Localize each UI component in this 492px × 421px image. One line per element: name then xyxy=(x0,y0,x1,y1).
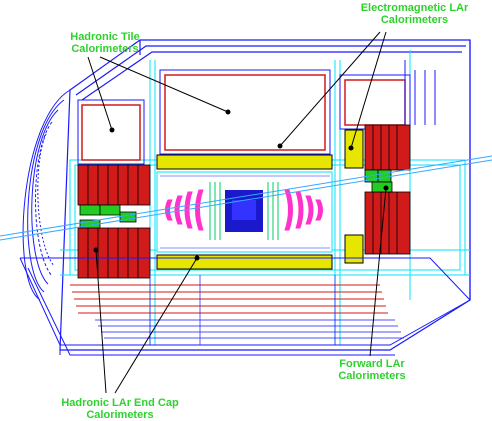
label-line: Calorimeters xyxy=(338,370,406,382)
dot-icon xyxy=(194,255,200,261)
label-line: Forward LAr xyxy=(339,358,405,370)
tile-calorimeter-outline xyxy=(77,60,436,165)
lower-barrel xyxy=(19,257,471,356)
left-endcap-shell xyxy=(22,89,71,301)
label-line: Hadronic LAr End Cap xyxy=(61,397,179,409)
dot-icon xyxy=(225,109,231,115)
label-line: Calorimeters xyxy=(71,43,139,55)
lower-blue-stripes xyxy=(95,275,404,345)
pointer-dots xyxy=(93,109,389,261)
tile-calorimeter-sections xyxy=(81,74,406,161)
hadronic-endcap-left xyxy=(77,164,151,279)
label-em-lar: Electromagnetic LAr Calorimeters xyxy=(342,2,487,26)
hadronic-endcap-right xyxy=(364,124,411,255)
label-line: Electromagnetic LAr xyxy=(360,2,469,14)
label-line: Calorimeters xyxy=(86,409,154,421)
label-forward-lar: Forward LAr Calorimeters xyxy=(322,358,422,382)
label-hadronic-tile: Hadronic Tile Calorimeters xyxy=(50,31,160,55)
dot-icon xyxy=(348,145,354,151)
dot-icon xyxy=(277,143,283,149)
label-line: Calorimeters xyxy=(380,14,449,26)
beam-pipe xyxy=(0,155,492,241)
lower-red-stripes xyxy=(70,284,388,314)
dot-icon xyxy=(383,185,389,191)
dot-icon xyxy=(109,127,115,133)
label-hadronic-endcap: Hadronic LAr End Cap Calorimeters xyxy=(40,397,200,421)
inner-detector xyxy=(156,171,333,253)
dot-icon xyxy=(93,247,99,253)
label-line: Hadronic Tile xyxy=(70,31,140,43)
label-pointers xyxy=(87,31,387,394)
